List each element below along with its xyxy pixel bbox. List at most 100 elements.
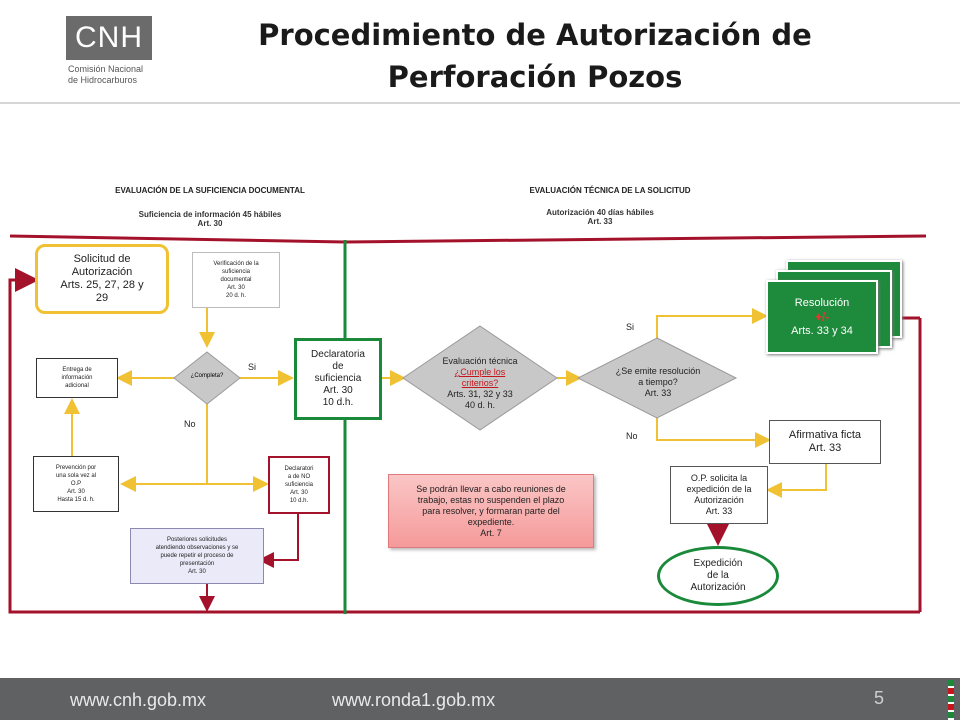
- op-solicita-line-2: expedición de la: [686, 484, 752, 494]
- si-label-2: Si: [626, 322, 635, 332]
- prevencion-text: Prevención por una sola vez al O.P Art. …: [56, 464, 96, 504]
- prevencion-node: Prevención por una sola vez al O.P Art. …: [33, 456, 119, 512]
- prevencion-line-1: Prevención por: [55, 465, 97, 471]
- declaratoria-no-line-3: suficiencia: [284, 482, 313, 488]
- declaratoria-suficiencia-node: Declaratoria de suficiencia Art. 30 10 d…: [294, 338, 382, 420]
- solicitud-line-3: Arts. 25, 27, 28 y: [60, 279, 144, 291]
- solicitud-autorizacion-node: Solicitud de Autorización Arts. 25, 27, …: [35, 244, 169, 314]
- resolucion-line-2: +/-: [814, 310, 830, 324]
- resolucion-node: Resolución +/- Arts. 33 y 34: [766, 280, 878, 354]
- expedicion-line-1: Expedición: [693, 558, 743, 569]
- resolucion-q-line-3: Art. 33: [644, 388, 672, 398]
- declaratoria-no-line-4: Art. 30: [290, 490, 308, 496]
- nota-line-1: Se podrán llevar a cabo reuniones de: [416, 483, 566, 494]
- resolucion-diamond: [576, 337, 738, 419]
- op-solicita-node: O.P. solicita la expedición de la Autori…: [670, 466, 768, 524]
- verificacion-line-5: 20 d. h.: [225, 293, 246, 299]
- afirmativa-text: Afirmativa ficta Art. 33: [789, 429, 861, 455]
- solicitud-line-1: Solicitud de: [73, 253, 131, 265]
- nota-line-2: trabajo, estas no suspenden el plazo: [417, 494, 565, 505]
- flag-stripe-decoration: [948, 680, 954, 720]
- no-label-1: No: [184, 419, 196, 429]
- declaratoria-line-4: Art. 30: [323, 385, 353, 396]
- posteriores-line-1: Posteriores solicitudes: [166, 537, 227, 543]
- right-section-subtitle-line-2: Art. 33: [587, 217, 613, 226]
- red-top-line-left: [9, 234, 346, 244]
- logo-subtitle-line-1: Comisión Nacional: [68, 64, 144, 74]
- prevencion-line-2: una sola vez al: [55, 473, 96, 479]
- nota-line-3: para resolver, y formaran parte del: [422, 505, 560, 516]
- entrega-text: Entrega de información adicional: [61, 366, 92, 390]
- declaratoria-line-5: 10 d.h.: [322, 397, 354, 408]
- footer-link-ronda[interactable]: www.ronda1.gob.mx: [332, 690, 496, 710]
- posteriores-text: Posteriores solicitudes atendiendo obser…: [156, 536, 239, 576]
- op-solicita-line-3: Autorización: [694, 495, 744, 505]
- posteriores-line-5: Art. 30: [188, 569, 206, 575]
- verificacion-line-1: Verificación de la: [213, 261, 259, 267]
- resolucion-tiempo-label: ¿Se emite resolución a tiempo? Art. 33: [598, 366, 718, 399]
- afirmativa-line-2: Art. 33: [808, 442, 842, 454]
- si-label-1: Si: [248, 362, 257, 372]
- posteriores-line-2: atendiendo observaciones y se: [155, 545, 239, 551]
- evaluacion-line-4: Arts. 31, 32 y 33: [447, 389, 513, 399]
- declaratoria-line-3: suficiencia: [314, 373, 362, 384]
- evaluacion-line-3: criterios?: [461, 378, 499, 388]
- posteriores-line-3: puede repetir el proceso de: [160, 553, 234, 559]
- solicitud-line-4: 29: [95, 292, 109, 304]
- header-divider: [0, 102, 960, 104]
- entrega-line-1: Entrega de: [62, 367, 92, 373]
- posteriores-solicitudes-node: Posteriores solicitudes atendiendo obser…: [130, 528, 264, 584]
- footer-link-cnh[interactable]: www.cnh.gob.mx: [70, 690, 207, 710]
- declaratoria-no-line-5: 10 d.h.: [289, 498, 309, 504]
- declaratoria-no-suficiencia-node: Declaratori a de NO suficiencia Art. 30 …: [268, 456, 330, 514]
- red-top-line-right: [344, 234, 927, 244]
- afirmativa-ficta-node: Afirmativa ficta Art. 33: [769, 420, 881, 464]
- expedicion-line-2: de la: [707, 570, 729, 581]
- expedicion-line-3: Autorización: [690, 582, 746, 593]
- entrega-line-3: adicional: [65, 383, 89, 389]
- no-label-2: No: [626, 431, 638, 441]
- verificacion-node: Verificación de la suficiencia documenta…: [192, 252, 280, 308]
- op-solicita-line-1: O.P. solicita la: [690, 473, 748, 483]
- left-section-title: EVALUACIÓN DE LA SUFICIENCIA DOCUMENTAL: [115, 186, 305, 195]
- logo-subtitle: Comisión Nacional de Hidrocarburos: [68, 64, 178, 86]
- nota-line-4: expediente.: [467, 516, 515, 527]
- prevencion-line-3: O.P: [70, 481, 82, 487]
- completa-label: ¿Completa?: [190, 373, 224, 379]
- declaratoria-text: Declaratoria de suficiencia Art. 30 10 d…: [311, 349, 365, 409]
- verificacion-line-3: documental: [220, 277, 252, 283]
- resolucion-q-line-1: ¿Se emite resolución: [615, 366, 701, 376]
- posteriores-line-4: presentación: [179, 561, 215, 567]
- declaratoria-line-2: de: [332, 361, 344, 372]
- nota-text: Se podrán llevar a cabo reuniones de tra…: [416, 484, 566, 539]
- verificacion-line-4: Art. 30: [227, 285, 245, 291]
- page-title-line-2: Perforación Pozos: [387, 60, 683, 94]
- page-title: Procedimiento de Autorización de Perfora…: [230, 14, 840, 98]
- arrow-no-afirmativa: [656, 418, 771, 448]
- prevencion-line-4: Art. 30: [67, 489, 85, 495]
- resolucion-text: Resolución +/- Arts. 33 y 34: [791, 296, 853, 338]
- verificacion-text: Verificación de la suficiencia documenta…: [213, 260, 258, 300]
- nota-reuniones: Se podrán llevar a cabo reuniones de tra…: [388, 474, 594, 548]
- declaratoria-no-line-1: Declaratori: [284, 466, 314, 472]
- evaluacion-line-5: 40 d. h.: [464, 400, 496, 410]
- expedicion-autorizacion-node: Expedición de la Autorización: [657, 546, 779, 606]
- left-section-subtitle: Suficiencia de información 45 hábiles Ar…: [80, 210, 340, 228]
- page-number: 5: [874, 688, 885, 708]
- footer-bar: [0, 678, 960, 720]
- afirmativa-line-1: Afirmativa ficta: [788, 429, 862, 441]
- resolucion-q-line-2: a tiempo?: [638, 377, 678, 387]
- evaluacion-diamond: [402, 325, 558, 431]
- right-section-title: EVALUACIÓN TÉCNICA DE LA SOLICITUD: [529, 186, 691, 195]
- left-section-subtitle-line-1: Suficiencia de información 45 hábiles: [138, 210, 282, 219]
- cnh-logo: CNH: [66, 16, 152, 60]
- nota-line-5: Art. 7: [480, 527, 502, 538]
- op-solicita-text: O.P. solicita la expedición de la Autori…: [686, 473, 751, 517]
- right-section-subtitle-line-1: Autorización 40 días hábiles: [546, 208, 654, 217]
- logo-subtitle-line-2: de Hidrocarburos: [68, 75, 138, 85]
- left-section-subtitle-line-2: Art. 30: [197, 219, 223, 228]
- resolucion-line-1: Resolución: [794, 297, 850, 309]
- verificacion-line-2: suficiencia: [221, 269, 250, 275]
- solicitud-line-2: Autorización: [71, 266, 133, 278]
